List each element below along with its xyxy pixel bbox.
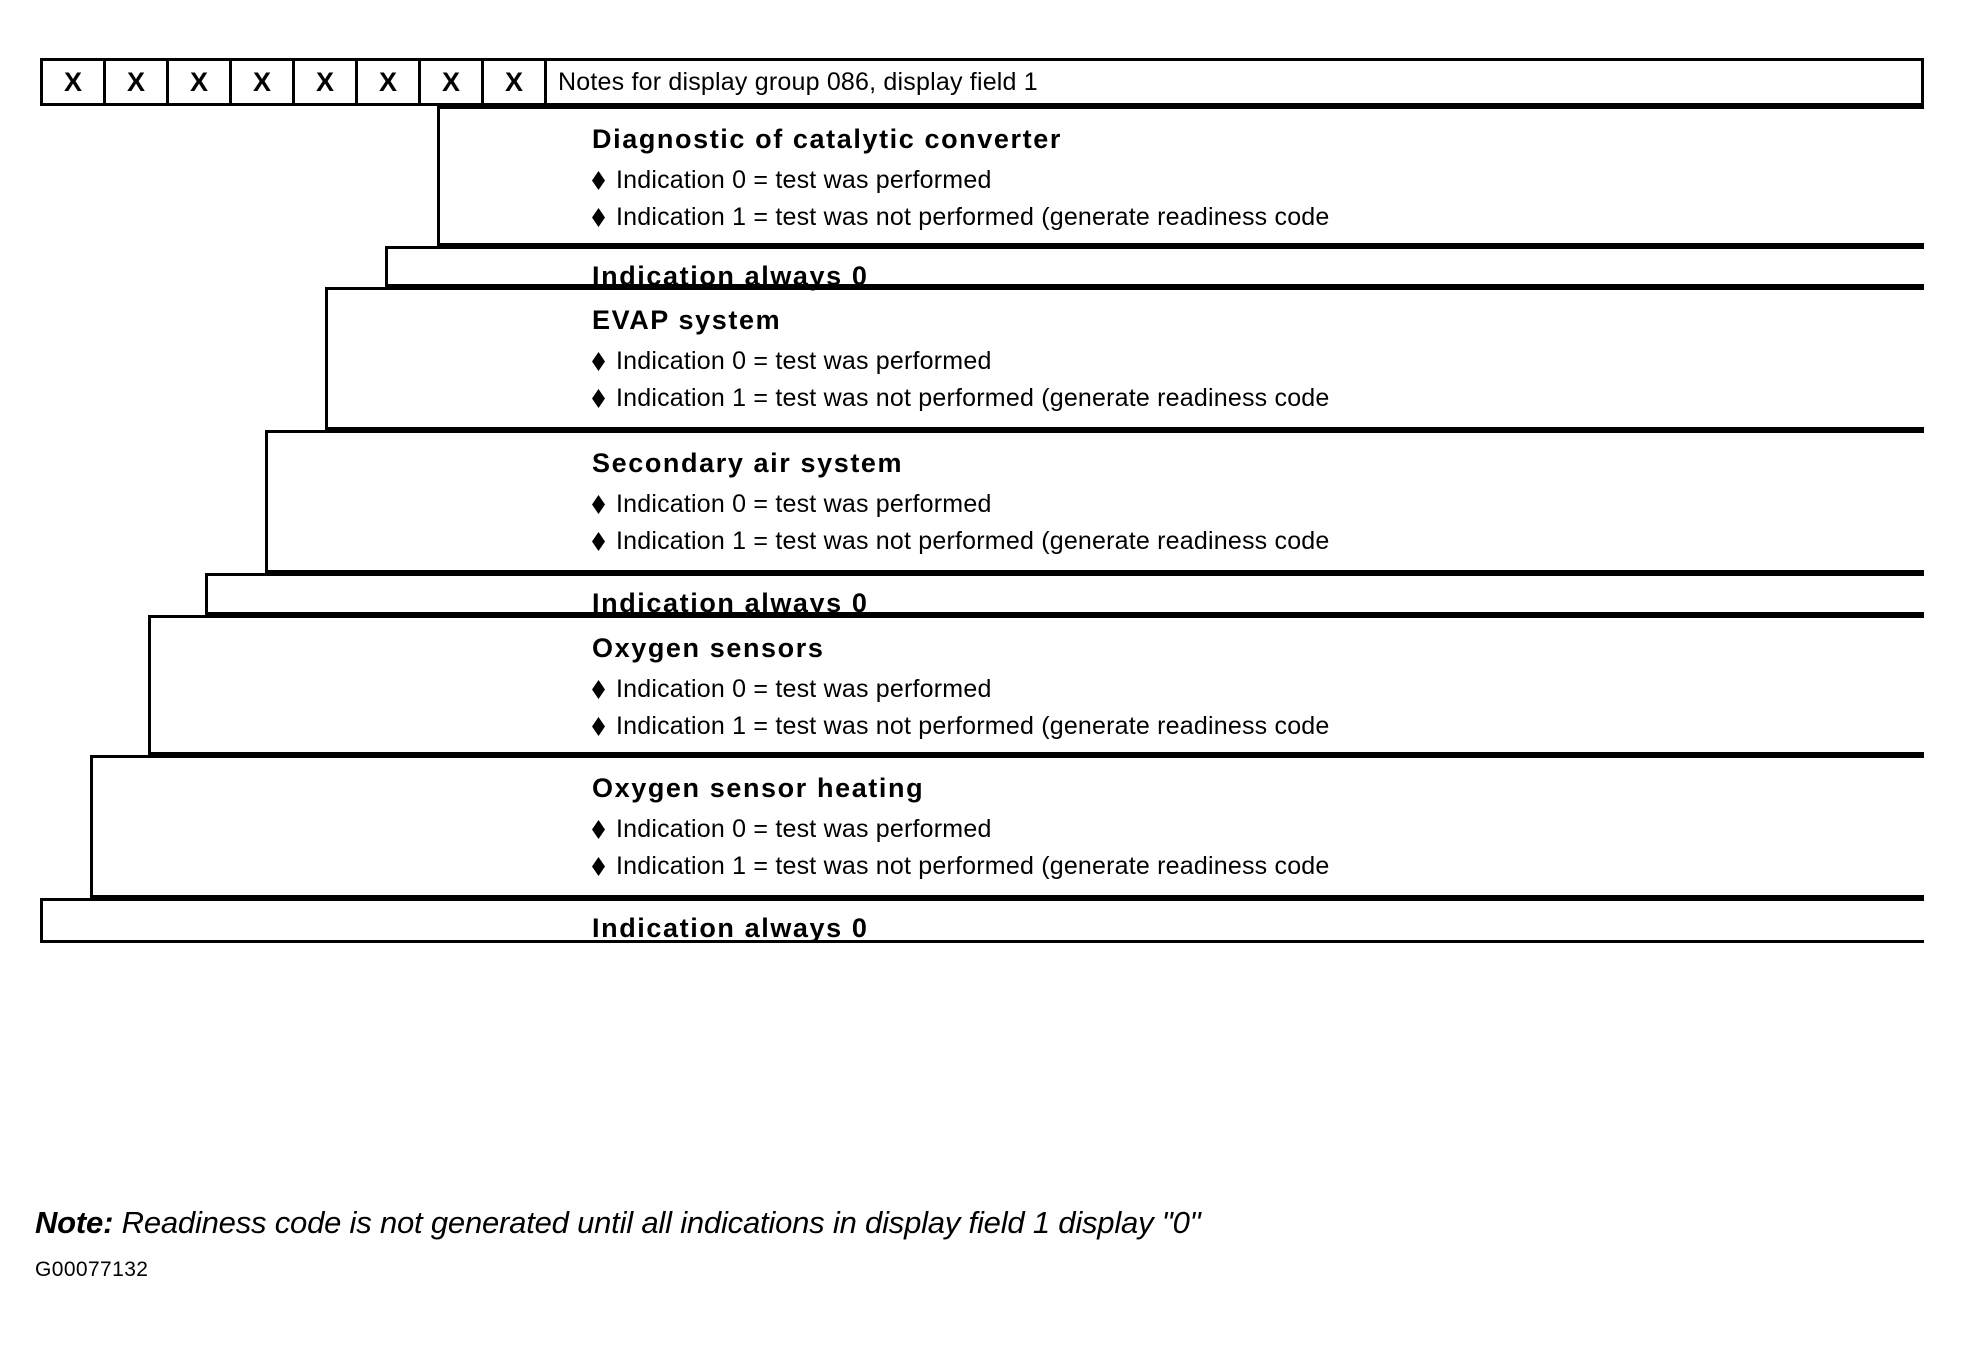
x-cell-6: X — [358, 61, 421, 103]
x-cell-7: X — [421, 61, 484, 103]
note-block-title: Indication always 0 — [592, 913, 869, 943]
header-label: Notes for display group 086, display fie… — [558, 67, 1038, 96]
note-bullet-label: Indication 0 = test was performed — [616, 675, 992, 703]
note-block-title: EVAP system — [592, 305, 782, 335]
note-block-text: Indication always 0 — [592, 915, 869, 942]
diamond-bullet-icon — [592, 389, 605, 408]
note-bullet-label: Indication 1 = test was not performed (g… — [616, 712, 1330, 740]
note-bullet-label: Indication 0 = test was performed — [616, 490, 992, 518]
x-cell-3: X — [169, 61, 232, 103]
note-bullet-item: Indication 0 = test was performed — [592, 349, 1330, 374]
diamond-bullet-icon — [592, 171, 605, 190]
diamond-bullet-icon — [592, 717, 605, 736]
x-cell-8: X — [484, 61, 547, 103]
x-cell-1: X — [43, 61, 106, 103]
diamond-bullet-icon — [592, 208, 605, 227]
note-block-5: Indication always 0 — [205, 573, 1924, 617]
note-block-text: Indication always 0 — [592, 263, 869, 290]
note-bullet-item: Indication 1 = test was not performed (g… — [592, 854, 1330, 879]
note-bullet-item: Indication 0 = test was performed — [592, 817, 1330, 842]
diamond-bullet-icon — [592, 532, 605, 551]
note-bullet-item: Indication 1 = test was not performed (g… — [592, 714, 1330, 739]
note-block-title: Oxygen sensors — [592, 633, 825, 663]
note-block-title: Secondary air system — [592, 448, 904, 478]
footer-note-text: Readiness code is not generated until al… — [113, 1205, 1201, 1240]
x-cell-5: X — [295, 61, 358, 103]
note-block-title: Indication always 0 — [592, 261, 869, 291]
note-bullet-label: Indication 0 = test was performed — [616, 815, 992, 843]
diamond-bullet-icon — [592, 857, 605, 876]
note-bullet-item: Indication 1 = test was not performed (g… — [592, 205, 1330, 230]
note-block-2: Indication always 0 — [385, 246, 1924, 290]
diamond-bullet-icon — [592, 495, 605, 514]
note-block-text: Indication always 0 — [592, 590, 869, 617]
note-block-8: Indication always 0 — [40, 898, 1924, 943]
diamond-bullet-icon — [592, 820, 605, 839]
note-bullet-label: Indication 1 = test was not performed (g… — [616, 384, 1330, 412]
note-bullet-label: Indication 1 = test was not performed (g… — [616, 527, 1330, 555]
footer-note: Note: Readiness code is not generated un… — [35, 1205, 1201, 1241]
note-bullet-label: Indication 0 = test was performed — [616, 347, 992, 375]
note-bullet-item: Indication 0 = test was performed — [592, 677, 1330, 702]
x-cell-header-row: X X X X X X X X Notes for display group … — [40, 58, 1924, 106]
diamond-bullet-icon — [592, 352, 605, 371]
note-block-title: Indication always 0 — [592, 588, 869, 618]
footer-note-prefix: Note: — [35, 1205, 114, 1240]
note-block-title: Diagnostic of catalytic converter — [592, 124, 1062, 154]
note-bullet-item: Indication 1 = test was not performed (g… — [592, 529, 1330, 554]
note-bullet-label: Indication 1 = test was not performed (g… — [616, 203, 1330, 231]
note-block-title: Oxygen sensor heating — [592, 773, 925, 803]
note-bullet-label: Indication 1 = test was not performed (g… — [616, 852, 1330, 880]
note-bullet-item: Indication 1 = test was not performed (g… — [592, 386, 1330, 411]
figure-id: G00077132 — [35, 1258, 149, 1281]
diamond-bullet-icon — [592, 680, 605, 699]
note-bullet-item: Indication 0 = test was performed — [592, 492, 1330, 517]
x-cell-2: X — [106, 61, 169, 103]
x-cell-4: X — [232, 61, 295, 103]
note-bullet-label: Indication 0 = test was performed — [616, 166, 992, 194]
note-bullet-item: Indication 0 = test was performed — [592, 168, 1330, 193]
